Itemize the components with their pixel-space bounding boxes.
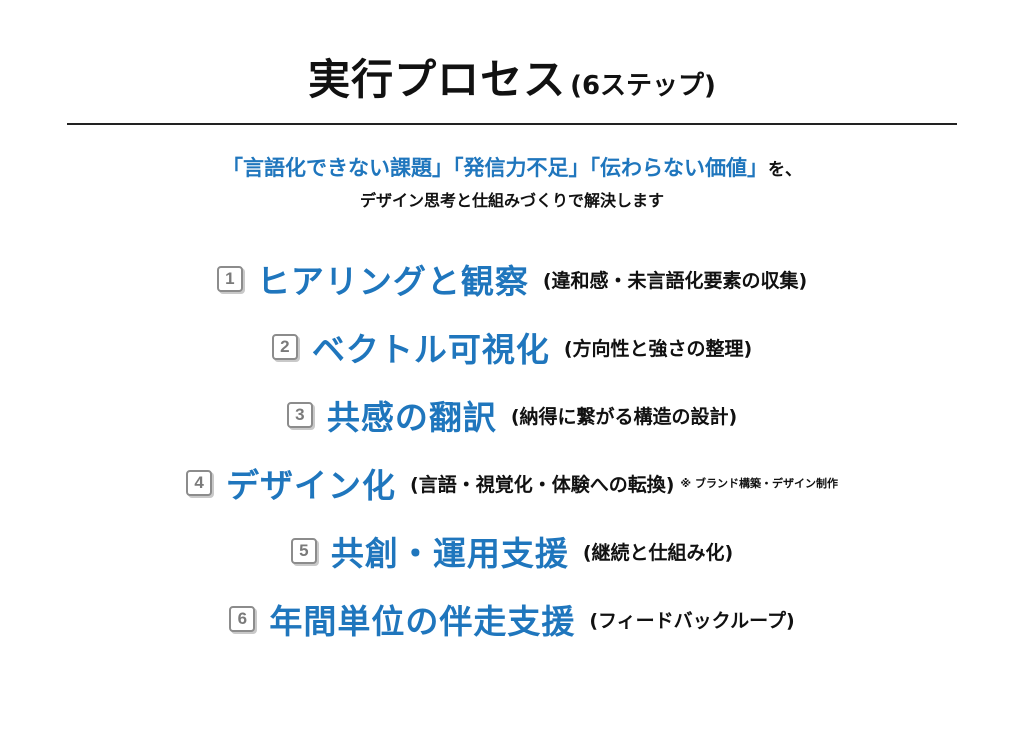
step-description: (方向性と強さの整理) <box>563 337 753 360</box>
step-note: ※ ブランド構築・デザイン制作 <box>680 477 838 490</box>
step-number-badge: 4 <box>186 470 213 496</box>
step-title: ベクトル可視化 <box>311 330 550 369</box>
step-number-badge: 3 <box>286 402 313 428</box>
step-title: デザイン化 <box>226 466 397 505</box>
page-title-sub: (6ステップ) <box>570 71 716 101</box>
step-description: (言語・視覚化・体験への転換) <box>410 473 675 496</box>
step-description: (継続と仕組み化) <box>582 541 734 564</box>
step-3: 3 共感の翻訳 (納得に繋がる構造の設計) <box>0 391 1024 439</box>
step-5: 5 共創・運用支援 (継続と仕組み化) <box>0 527 1024 575</box>
step-number-badge: 5 <box>290 538 317 564</box>
step-4: 4 デザイン化 (言語・視覚化・体験への転換) ※ ブランド構築・デザイン制作 <box>0 459 1024 507</box>
lead-line-1: 「言語化できない課題」「発信力不足」「伝わらない価値」を、 <box>0 152 1024 182</box>
step-1: 1 ヒアリングと観察 (違和感・未言語化要素の収集) <box>0 255 1024 303</box>
lead-quote-3: 「伝わらない価値」 <box>589 156 769 180</box>
step-description: (違和感・未言語化要素の収集) <box>542 269 808 292</box>
step-title: ヒアリングと観察 <box>256 262 529 301</box>
step-2: 2 ベクトル可視化 (方向性と強さの整理) <box>0 323 1024 371</box>
step-6: 6 年間単位の伴走支援 (フィードバックループ) <box>0 595 1024 643</box>
lead-quote-2: 「発信力不足」 <box>453 156 590 180</box>
lead-line-2: デザイン思考と仕組みづくりで解決します <box>359 191 664 210</box>
page-title-main: 実行プロセス <box>308 55 567 104</box>
step-title: 共感の翻訳 <box>326 398 497 437</box>
step-number-badge: 2 <box>271 334 298 360</box>
lead-tail: を、 <box>768 160 802 180</box>
step-description: (納得に繋がる構造の設計) <box>510 405 738 428</box>
title-divider <box>67 123 957 125</box>
step-number-badge: 1 <box>216 266 243 292</box>
page-title: 実行プロセス(6ステップ) <box>0 46 1024 107</box>
step-number-badge: 6 <box>229 606 256 632</box>
step-description: (フィードバックループ) <box>589 609 795 632</box>
step-title: 年間単位の伴走支援 <box>269 602 576 641</box>
lead-quote-1: 「言語化できない課題」 <box>222 156 453 180</box>
step-title: 共創・運用支援 <box>330 534 569 573</box>
